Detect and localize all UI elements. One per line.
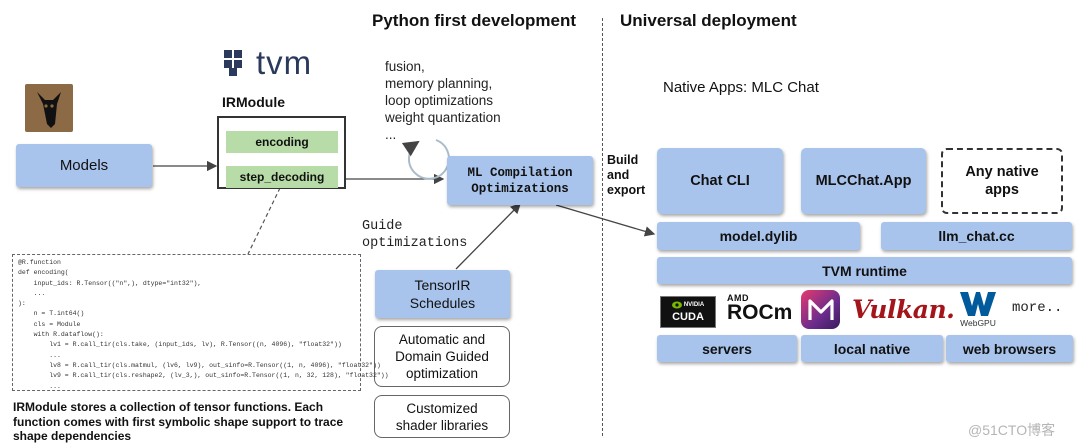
code-snippet: @R.function def encoding( input_ids: R.Te… — [12, 254, 389, 392]
opt-loop: loop optimizations — [385, 93, 494, 108]
local-native-label: local native — [833, 340, 911, 357]
local-native-box: local native — [801, 335, 943, 362]
models-box: Models — [16, 144, 152, 187]
shader-line1: Customized — [406, 400, 478, 416]
build-line3: export — [607, 183, 646, 197]
tvm-logo-text: tvm — [256, 44, 313, 81]
servers-label: servers — [702, 340, 752, 357]
tvm-runtime-label: TVM runtime — [822, 262, 907, 279]
more-backends: more.. — [1012, 300, 1063, 316]
code-line: n = T.int64() — [18, 310, 85, 318]
mlc-app-logo — [801, 290, 840, 329]
shader-line2: shader libraries — [395, 417, 489, 433]
opt-memory-planning: memory planning, — [385, 76, 493, 91]
tvm-runtime-box: TVM runtime — [657, 257, 1072, 284]
opt-fusion: fusion, — [385, 59, 425, 74]
code-line: lv8 = R.call_tir(cls.matmul, (lv6, lv9),… — [18, 361, 381, 369]
shader-libraries-box: Customized shader libraries — [374, 395, 510, 438]
mlc-m-icon — [807, 298, 834, 320]
ml-compilation-line1: ML Compilation — [467, 165, 573, 180]
caption-line2: function comes with first symbolic shape… — [13, 414, 344, 429]
section-divider — [602, 18, 603, 436]
mlc-to-dylib-arrow — [555, 204, 656, 237]
guide-line1: Guide — [362, 219, 403, 234]
webgpu-logo: WebGPU — [955, 292, 1001, 330]
function-step-decoding: step_decoding — [226, 166, 338, 188]
models-label: Models — [59, 157, 109, 174]
amd-rocm-logo: AMD ROCm — [727, 293, 793, 331]
caption-line1: IRModule stores a collection of tensor f… — [13, 400, 324, 414]
code-line: with R.dataflow(): — [18, 331, 104, 339]
any-native-apps-box: Any native apps — [941, 148, 1063, 214]
irmodule-to-code-dashed — [247, 187, 281, 255]
vulkan-logo: Vulkan. — [852, 295, 955, 324]
mlcchat-app-box: MLCChat.App — [801, 148, 926, 214]
function-encoding-label: encoding — [255, 135, 309, 149]
code-line: @R.function — [18, 259, 61, 266]
function-step-decoding-label: step_decoding — [239, 170, 325, 184]
opt-ellipsis: ... — [385, 127, 397, 142]
guide-line2: optimizations — [362, 236, 468, 251]
any-native-line2: apps — [985, 182, 1019, 198]
opt-weight-quant: weight quantization — [385, 110, 501, 125]
build-line1: Build — [607, 153, 639, 167]
watermark: @51CTO博客 — [968, 422, 1056, 438]
code-line: ... — [18, 289, 46, 297]
webgpu-text: WebGPU — [960, 318, 996, 328]
caption-line3: shape dependencies — [13, 429, 132, 443]
llm-chat-box: llm_chat.cc — [881, 222, 1072, 250]
amd-text: AMD — [727, 293, 749, 303]
optimizations-list: fusion, memory planning, loop optimizati… — [385, 58, 501, 143]
servers-box: servers — [657, 335, 797, 362]
function-encoding: encoding — [226, 131, 338, 153]
code-line: def encoding( — [18, 269, 69, 277]
native-apps-title: Native Apps: MLC Chat — [663, 79, 819, 96]
auto-line1: Automatic and — [398, 332, 486, 347]
code-line: lv1 = R.call_tir(cls.take, (input_ids, l… — [18, 341, 342, 349]
tensorir-box: TensorIR Schedules — [375, 270, 510, 318]
chat-cli-label: Chat CLI — [690, 173, 750, 189]
code-line: ): — [18, 300, 26, 308]
universal-deployment-header: Universal deployment — [620, 11, 797, 30]
code-line: cls = Module — [18, 320, 81, 328]
model-dylib-box: model.dylib — [657, 222, 860, 250]
build-export-label: Build and export — [607, 153, 645, 198]
nvidia-text: NVIDIA — [683, 302, 705, 308]
tensorir-line1: TensorIR — [414, 277, 471, 293]
optimization-loop-arrow — [401, 139, 450, 180]
code-line: input_ids: R.Tensor(("n",), dtype="int32… — [18, 279, 202, 287]
rocm-text: ROCm — [727, 301, 793, 324]
chat-cli-box: Chat CLI — [657, 148, 783, 214]
code-line: lv9 = R.call_tir(cls.reshape2, (lv_3,), … — [18, 372, 389, 380]
auto-line3: optimization — [405, 366, 479, 381]
web-browsers-box: web browsers — [946, 335, 1073, 362]
code-line: ... — [18, 382, 61, 390]
web-browsers-label: web browsers — [962, 340, 1057, 357]
cuda-text: CUDA — [672, 311, 704, 323]
any-native-line1: Any native — [965, 164, 1039, 180]
ml-compilation-box: ML Compilation Optimizations — [447, 156, 593, 205]
guide-optimizations-label: Guide optimizations — [362, 218, 467, 252]
auto-line2: Domain Guided — [395, 349, 489, 364]
code-line: ... — [18, 351, 61, 359]
tvm-logo: tvm — [222, 44, 313, 81]
python-first-header: Python first development — [372, 11, 577, 30]
irmodule-title: IRModule — [222, 94, 285, 110]
tensorir-line2: Schedules — [409, 295, 476, 311]
mlcchat-app-label: MLCChat.App — [815, 173, 912, 189]
llm-chat-label: llm_chat.cc — [938, 228, 1015, 244]
tvm-logo-icon — [224, 50, 242, 76]
irmodule-caption: IRModule stores a collection of tensor f… — [13, 400, 343, 444]
models-icon — [25, 84, 73, 132]
build-line2: and — [607, 168, 630, 182]
ml-compilation-line2: Optimizations — [471, 181, 569, 196]
nvidia-eye-icon — [671, 301, 682, 309]
code-lines: @R.function def encoding( input_ids: R.Te… — [18, 258, 389, 392]
webgpu-w-icon — [960, 292, 996, 316]
nvidia-cuda-logo: NVIDIA CUDA — [660, 296, 716, 328]
auto-domain-box: Automatic and Domain Guided optimization — [374, 326, 510, 387]
model-dylib-label: model.dylib — [719, 228, 798, 244]
